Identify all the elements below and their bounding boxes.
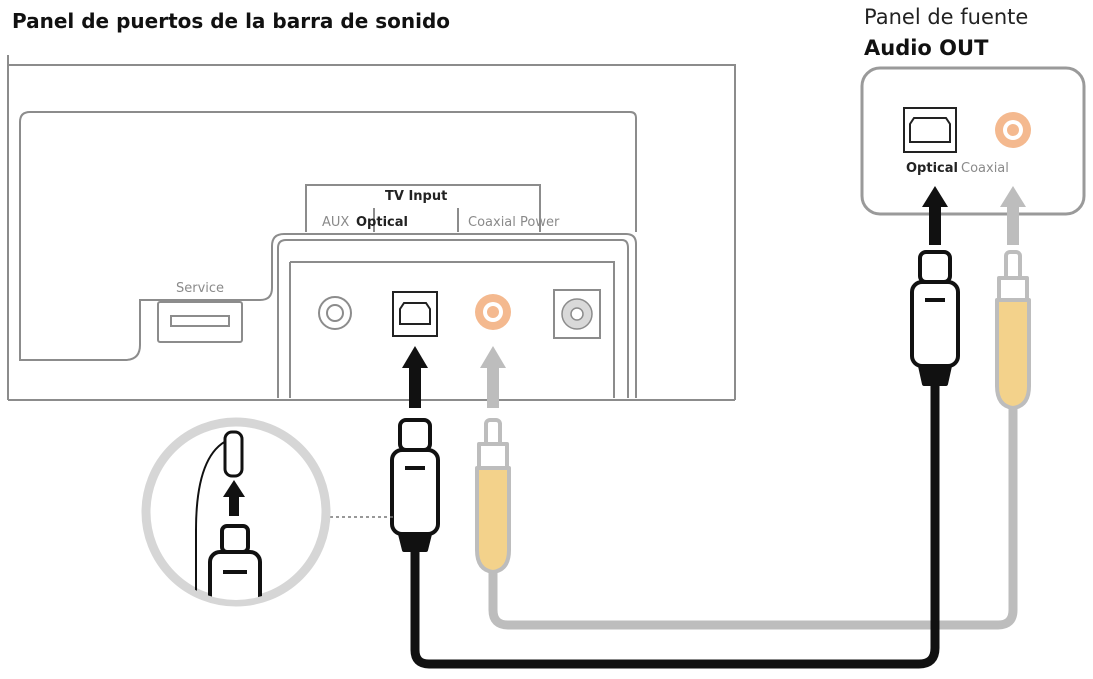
aux-port (318, 296, 352, 330)
soundbar-coaxial-port (475, 294, 511, 330)
soundbar-coaxial-label: Coaxial (468, 215, 516, 230)
soundbar-optical-plug (390, 418, 440, 552)
source-coaxial-port (995, 112, 1031, 148)
source-optical-plug (910, 250, 960, 386)
soundbar-optical-port (392, 291, 438, 337)
source-coaxial-plug (995, 250, 1031, 410)
coaxial-cable (488, 400, 1018, 630)
power-port (553, 289, 601, 339)
source-optical-label: Optical (906, 161, 958, 176)
optical-insert-arrow (402, 346, 428, 408)
coaxial-insert-arrow (480, 346, 506, 408)
source-optical-arrow (922, 186, 948, 245)
diagram-title: Panel de puertos de la barra de sonido (12, 9, 450, 33)
source-coaxial-arrow (1000, 186, 1026, 245)
optical-cable (410, 375, 940, 669)
power-label: Power (520, 215, 560, 230)
source-optical-port (903, 107, 957, 153)
soundbar-coaxial-plug (475, 418, 511, 574)
source-panel (860, 66, 1086, 216)
service-usb-port (157, 301, 243, 343)
source-panel-title: Panel de fuente (864, 5, 1028, 29)
service-label: Service (176, 281, 224, 296)
source-panel-subtitle: Audio OUT (864, 36, 989, 60)
soundbar-panel (7, 55, 736, 401)
soundbar-optical-label: Optical (356, 215, 408, 230)
tv-input-label: TV Input (385, 189, 447, 204)
aux-label: AUX (322, 215, 349, 230)
source-coaxial-label: Coaxial (961, 161, 1009, 176)
cap-removal-detail (141, 417, 331, 607)
